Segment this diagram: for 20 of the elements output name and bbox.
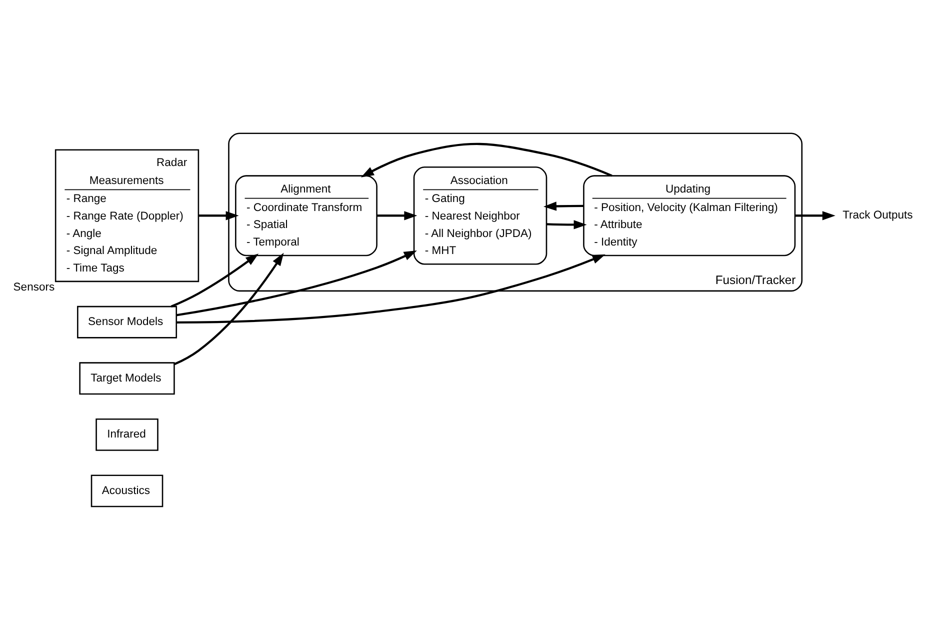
arrow	[176, 250, 417, 316]
arrow	[174, 252, 284, 366]
node-box: Association - Gating - Nearest Neighbor - All Neighbor (JPDA) - MHT	[413, 166, 548, 265]
node-box: Alignment - Coordinate Transform - Spatial - Temporal	[235, 175, 378, 256]
node-box: Acoustics	[90, 474, 164, 508]
node-box: Sensor Models	[77, 306, 178, 338]
node-label: Sensors	[13, 281, 55, 294]
arrow	[376, 211, 418, 220]
arrow	[546, 220, 587, 230]
arrow	[176, 254, 606, 324]
arrow	[795, 211, 836, 220]
node-box: Updating - Position, Velocity (Kalman Filtering) - Attribute - Identity	[583, 175, 796, 256]
arrow	[198, 211, 239, 220]
arrow	[543, 202, 584, 211]
arrow	[170, 254, 259, 308]
node-box: Target Models	[79, 362, 175, 395]
node-box: Infrared	[96, 418, 158, 451]
node-text: Track Outputs	[842, 210, 913, 222]
arrow	[360, 142, 612, 178]
node-box: Radar Measurements - Range - Range Rate (Doppler) - Angle - Signal Amplitude - Time Tags	[54, 149, 200, 282]
